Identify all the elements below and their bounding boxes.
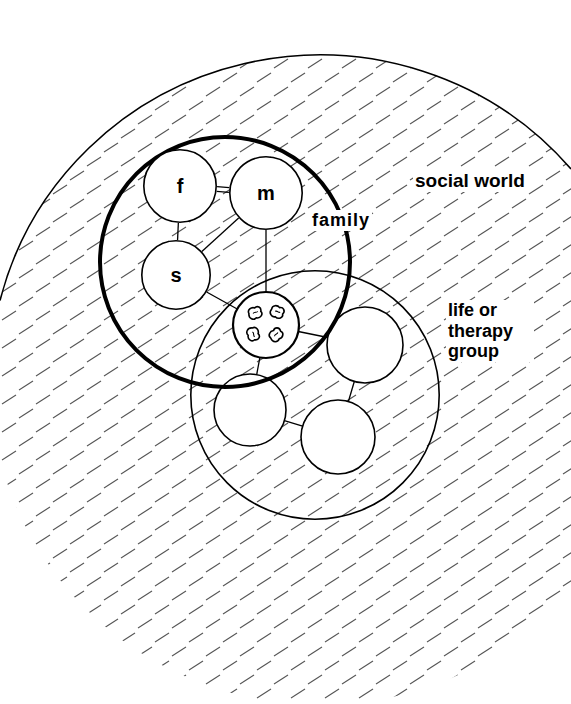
fragment-blob: [267, 326, 284, 343]
relation-line: [265, 230, 266, 292]
group-label: life or therapy group: [446, 300, 534, 362]
fragment-blob: [269, 304, 285, 319]
fragment-blob: [247, 306, 263, 320]
family-circle: fmsfamily: [98, 135, 352, 389]
group-circle: life or therapy group: [190, 270, 440, 520]
patient-circle: [233, 292, 299, 358]
region-outline: f m s family life or therapy group social wor…: [0, 55, 571, 704]
fragment-blobs: [246, 304, 285, 343]
person-circle: f: [143, 149, 217, 223]
circle-outline: [144, 150, 216, 222]
group-label: family: [310, 210, 372, 231]
circle-outline: [100, 137, 350, 387]
circle-outline: [191, 271, 439, 519]
relation-line: [257, 357, 260, 374]
person-initial: m: [257, 182, 275, 205]
person-circle: s: [141, 240, 211, 310]
circle-outline: [230, 157, 302, 229]
region-arc: [0, 55, 571, 301]
fragment-blob: [246, 326, 260, 342]
person-initial: f: [177, 175, 184, 198]
circle-outline: [142, 241, 210, 309]
member-circle: [301, 400, 375, 474]
relation-line: [207, 292, 238, 309]
relation-line: [284, 421, 302, 427]
person-circle: m: [229, 156, 303, 230]
person-initial: s: [170, 264, 181, 287]
relation-connector: [202, 218, 239, 252]
region-label: social world: [413, 170, 527, 192]
family-circle: [98, 135, 352, 389]
relation-connector: [217, 187, 230, 193]
group-circle: [190, 270, 440, 520]
relation-line: [348, 382, 354, 402]
member-circles: [214, 292, 403, 474]
relation-connector: [177, 223, 179, 240]
